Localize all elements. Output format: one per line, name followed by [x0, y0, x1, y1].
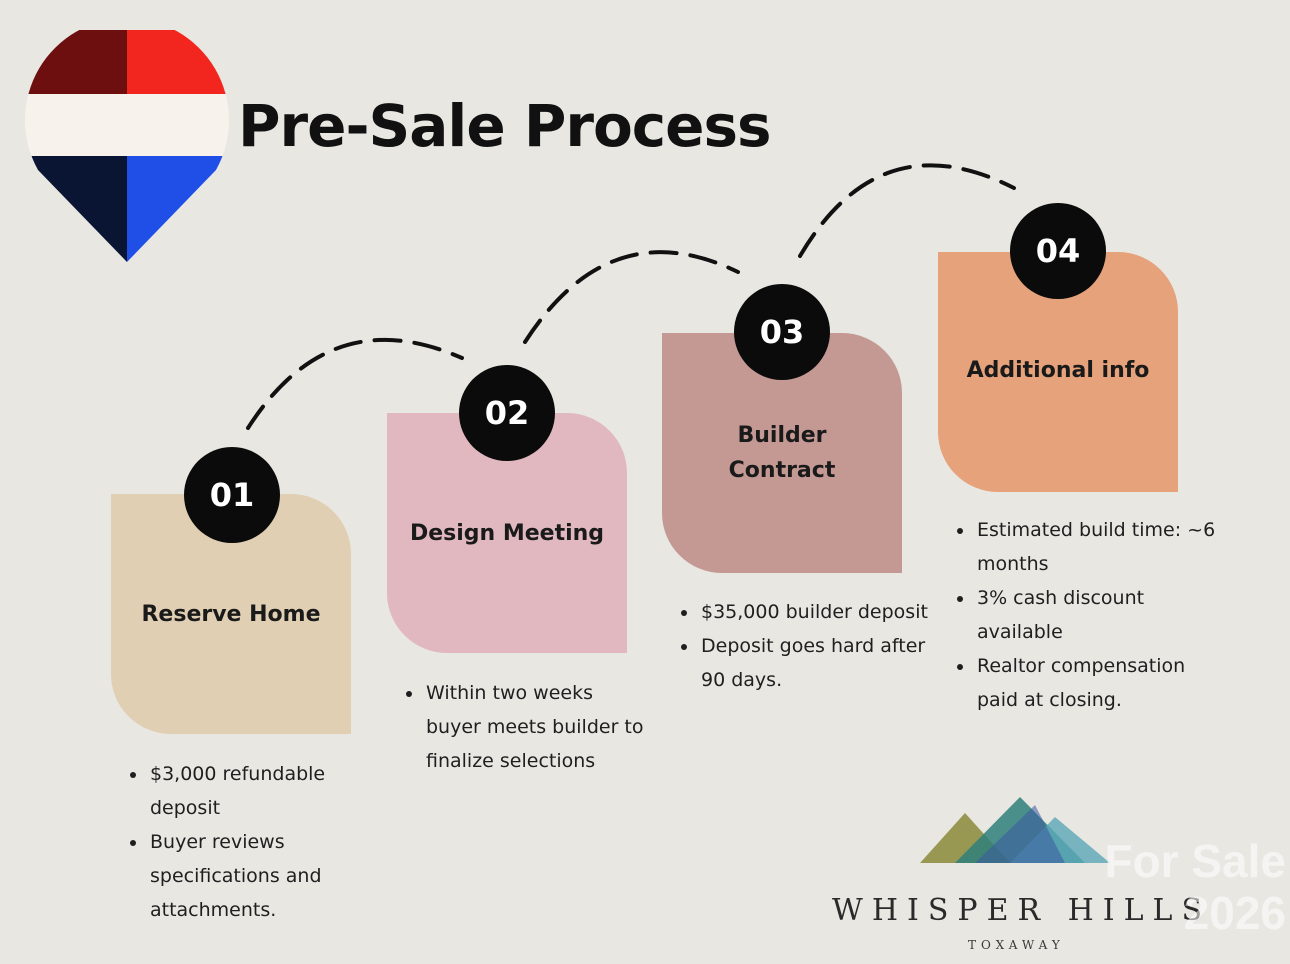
arc-02-03 — [523, 250, 740, 344]
bullet-item: Deposit goes hard after 90 days. — [699, 629, 929, 697]
arc-03-04 — [798, 163, 1016, 258]
bullet-item: $35,000 builder deposit — [699, 595, 929, 629]
location-pin-logo-icon — [25, 30, 230, 263]
page-title: Pre-Sale Process — [238, 92, 772, 160]
bullet-item: $3,000 refundable deposit — [148, 757, 388, 825]
mountains-logo-icon — [920, 797, 1110, 863]
step-label: Additional info — [966, 357, 1150, 383]
bullet-item: Within two weeks buyer meets builder to … — [424, 676, 644, 778]
step-bullets: Estimated build time: ~6 months 3% cash … — [951, 513, 1225, 717]
bullet-item: Realtor compensation paid at closing. — [975, 649, 1225, 717]
step-bullets: Within two weeks buyer meets builder to … — [400, 676, 644, 778]
step-number-badge: 03 — [734, 284, 830, 380]
bullet-item: Buyer reviews specifications and attachm… — [148, 825, 388, 927]
step-label: Reserve Home — [141, 601, 321, 627]
step-label: Builder Contract — [728, 423, 836, 483]
step-bullets: $3,000 refundable deposit Buyer reviews … — [124, 757, 388, 927]
brand-subtitle: TOXAWAY — [968, 938, 1065, 952]
brand-name: WHISPER HILLS — [832, 893, 1212, 928]
step-bullets: $35,000 builder deposit Deposit goes har… — [675, 595, 929, 697]
step-number-badge: 01 — [184, 447, 280, 543]
step-number-badge: 04 — [1010, 203, 1106, 299]
step-number-badge: 02 — [459, 365, 555, 461]
step-label: Design Meeting — [409, 520, 605, 546]
bullet-item: 3% cash discount available — [975, 581, 1225, 649]
bullet-item: Estimated build time: ~6 months — [975, 513, 1225, 581]
watermark-text: For Sale 2026 — [1104, 835, 1286, 939]
